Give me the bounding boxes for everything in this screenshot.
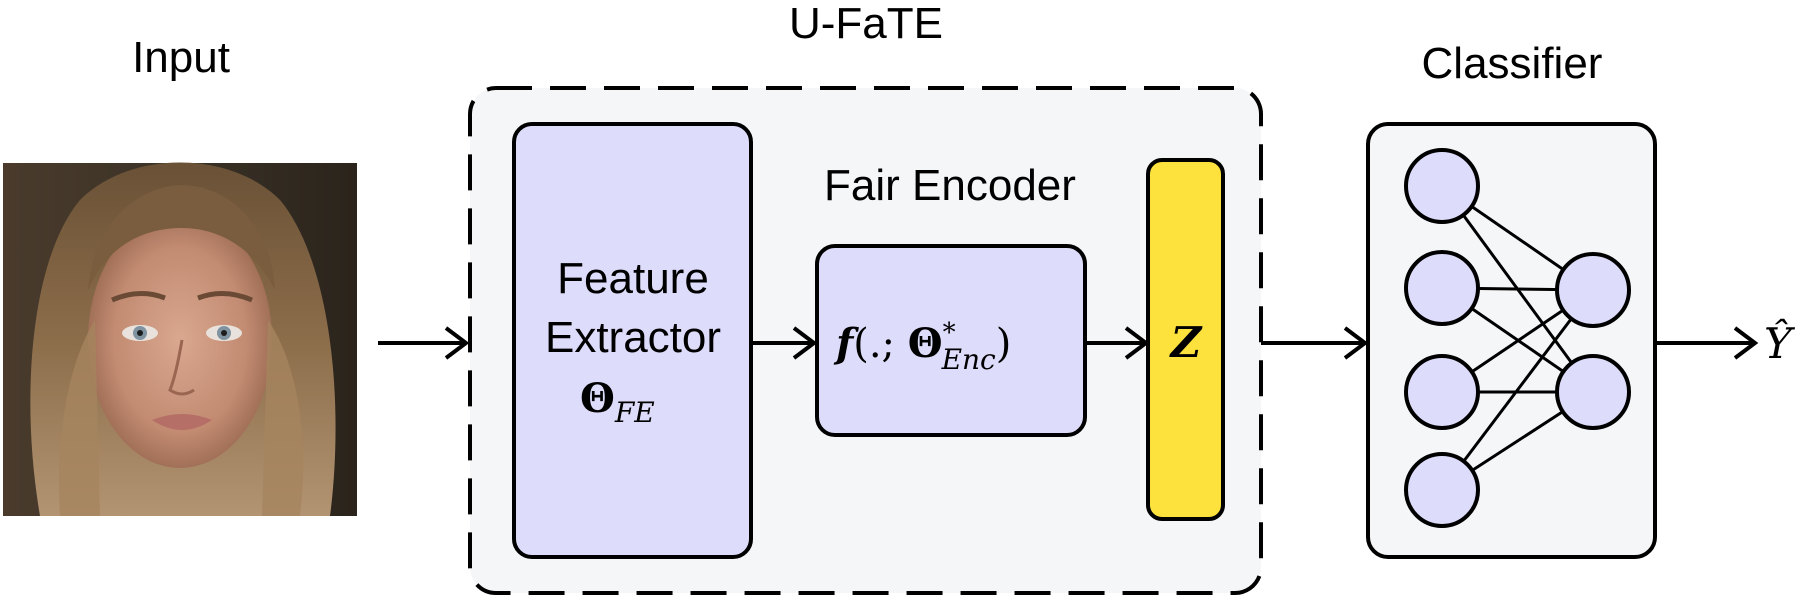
flow-arrows xyxy=(378,326,1759,360)
encoder-close: ) xyxy=(996,321,1012,367)
arrow-input-to-ufate xyxy=(378,326,470,360)
encoder-theta: Θ xyxy=(908,320,943,367)
input-title: Input xyxy=(132,33,230,82)
feature-extractor-line1: Feature xyxy=(557,254,709,303)
ufate-title: U-FaTE xyxy=(789,0,943,48)
arrow-encoder-to-z xyxy=(1085,326,1150,360)
encoder-function-label: f(.; Θ*Enc) xyxy=(833,318,1011,376)
fair-encoder-title: Fair Encoder xyxy=(824,161,1076,210)
encoder-sub: Enc xyxy=(941,343,996,376)
input-image xyxy=(3,162,357,516)
theta-fe-subscript: FE xyxy=(614,396,655,429)
z-label: Z xyxy=(1169,318,1203,367)
encoder-star: * xyxy=(943,318,956,348)
arrow-ufate-to-classifier xyxy=(1261,326,1369,360)
theta-fe-symbol: Θ xyxy=(580,375,615,422)
feature-extractor-block xyxy=(512,122,753,559)
input-node-1 xyxy=(1404,148,1480,224)
input-node-4 xyxy=(1404,452,1480,528)
encoder-block xyxy=(815,244,1087,437)
output-node-2 xyxy=(1555,354,1631,430)
classifier-container xyxy=(1366,122,1657,559)
input-node-2 xyxy=(1404,250,1480,326)
classifier-title: Classifier xyxy=(1422,39,1603,88)
feature-extractor-line2: Extractor xyxy=(545,313,721,362)
input-node-3 xyxy=(1404,354,1480,430)
arrow-fe-to-encoder xyxy=(751,326,818,360)
output-y-hat: Ŷ xyxy=(1764,318,1796,368)
arrow-classifier-to-output xyxy=(1655,326,1759,360)
output-node-1 xyxy=(1555,252,1631,328)
encoder-open: (.; xyxy=(853,321,908,367)
z-latent-block xyxy=(1146,158,1225,521)
classifier-nodes xyxy=(1404,148,1631,528)
theta-fe-label: ΘFE xyxy=(580,375,655,429)
